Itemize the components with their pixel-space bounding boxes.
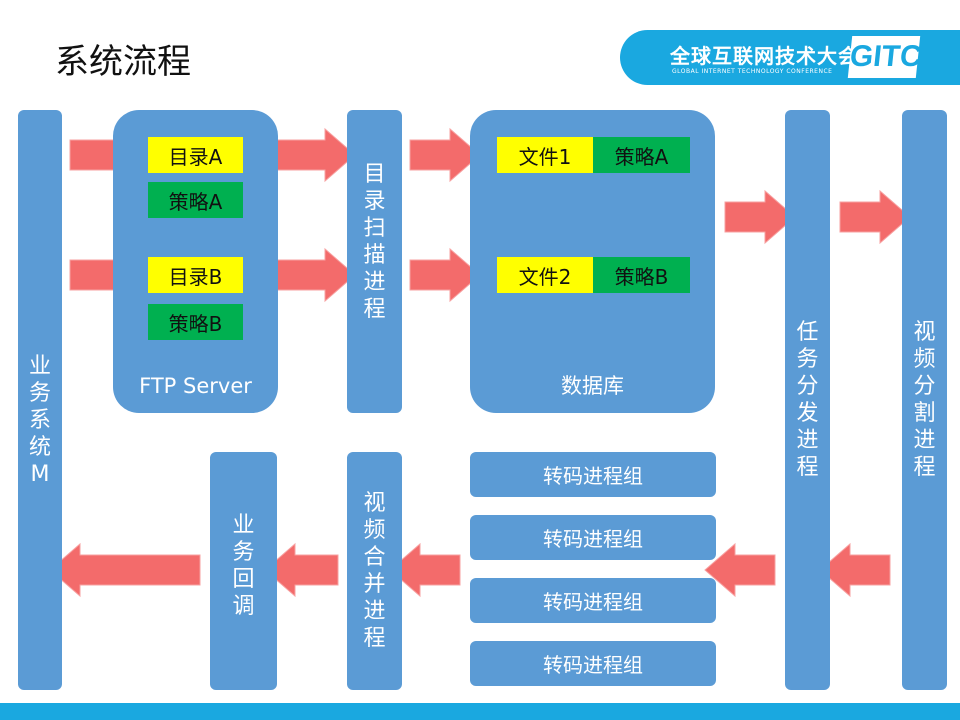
business-system-label: 业务系统M <box>28 353 51 487</box>
banner-subtitle: GLOBAL INTERNET TECHNOLOGY CONFERENCE <box>672 68 833 75</box>
database-label: 数据库 <box>561 374 624 398</box>
transcode-group: 转码进程组 <box>470 641 716 686</box>
transcode-group: 转码进程组 <box>470 515 716 560</box>
slide-title: 系统流程 <box>55 42 191 82</box>
video-split-label: 视频分割进程 <box>913 320 936 480</box>
arrow-left-icon <box>49 542 201 598</box>
arrow-right-icon <box>839 189 911 245</box>
video-merge-label: 视频合并进程 <box>363 491 386 651</box>
callback-column: 业务回调 <box>210 452 277 690</box>
arrow-right-icon <box>409 127 481 183</box>
bottom-bar <box>0 703 960 720</box>
business-system-column: 业务系统M <box>18 110 62 690</box>
dir-a: 目录A <box>148 137 243 173</box>
dir-b: 目录B <box>148 257 243 293</box>
conference-banner: 全球互联网技术大会 GLOBAL INTERNET TECHNOLOGY CON… <box>620 30 960 85</box>
ftp-server-label: FTP Server <box>139 374 252 398</box>
task-dispatch-column: 任务分发进程 <box>785 110 830 690</box>
video-split-column: 视频分割进程 <box>902 110 947 690</box>
arrow-right-icon <box>724 189 796 245</box>
arrow-right-icon <box>409 247 481 303</box>
banner-title: 全球互联网技术大会 <box>670 44 859 68</box>
arrow-left-icon <box>389 542 461 598</box>
file-2: 文件2 <box>497 257 593 293</box>
transcode-group: 转码进程组 <box>470 578 716 623</box>
file-1: 文件1 <box>497 137 593 173</box>
task-dispatch-label: 任务分发进程 <box>796 320 819 480</box>
arrow-left-icon <box>264 542 339 598</box>
dir-scan-label: 目录扫描进程 <box>363 161 386 322</box>
policy-b: 策略B <box>148 304 243 340</box>
arrow-left-icon <box>819 542 891 598</box>
dir-scan-column: 目录扫描进程 <box>347 110 402 413</box>
file-2-policy: 策略B <box>593 257 690 293</box>
video-merge-column: 视频合并进程 <box>347 452 402 690</box>
arrow-left-icon <box>704 542 776 598</box>
transcode-group: 转码进程组 <box>470 452 716 497</box>
policy-a: 策略A <box>148 182 243 218</box>
callback-label: 业务回调 <box>232 513 255 619</box>
file-1-policy: 策略A <box>593 137 690 173</box>
